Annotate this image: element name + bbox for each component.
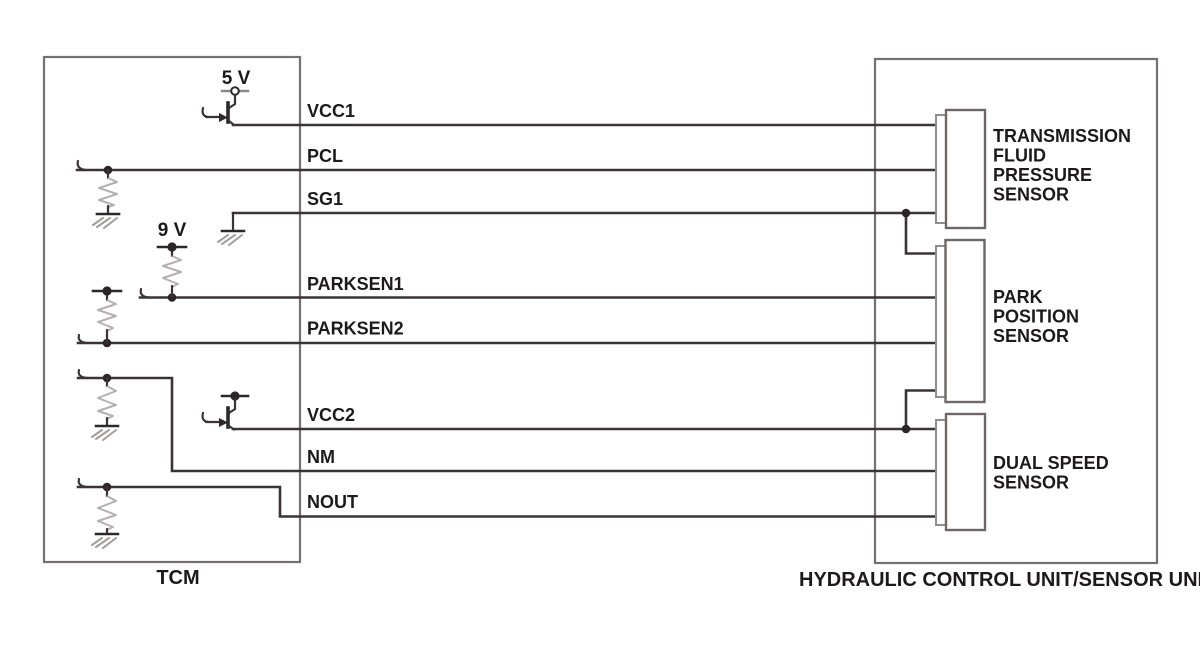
resistor-9v-parksen1	[162, 245, 182, 299]
svg-text:SENSOR: SENSOR	[993, 185, 1069, 205]
transistor-5v-vcc1	[201, 86, 250, 127]
label-dss: DUAL SPEED SENSOR	[993, 453, 1109, 493]
label-5v: 5 V	[222, 68, 251, 89]
resistor-parksen2-pullup	[97, 289, 117, 345]
svg-text:PRESSURE: PRESSURE	[993, 165, 1092, 185]
label-parksen2: PARKSEN2	[307, 319, 404, 339]
transistor-vcc2	[201, 391, 250, 431]
label-tcm: TCM	[156, 567, 199, 589]
svg-text:TRANSMISSION: TRANSMISSION	[993, 126, 1131, 146]
ground-nm	[91, 424, 120, 441]
hook-nout	[77, 477, 89, 489]
wire-end-hooks	[76, 159, 151, 489]
label-nout: NOUT	[307, 492, 358, 512]
label-nm: NM	[307, 447, 335, 467]
wire-vcc2-branch	[904, 389, 938, 431]
tcm-box	[42, 55, 302, 564]
hook-parksen1	[139, 287, 151, 299]
connector-dss	[935, 412, 987, 532]
wire-nm	[76, 376, 938, 473]
ground-pcl	[92, 212, 121, 229]
svg-text:SENSOR: SENSOR	[993, 326, 1069, 346]
svg-text:POSITION: POSITION	[993, 307, 1079, 327]
label-sg1: SG1	[307, 189, 343, 209]
label-vcc2: VCC2	[307, 405, 355, 425]
label-9v: 9 V	[158, 220, 187, 241]
connector-pps	[935, 238, 986, 404]
ground-nout	[91, 532, 120, 549]
resistor-pcl-pulldown	[98, 168, 118, 215]
supply-9v	[156, 242, 188, 252]
ground-symbols	[91, 211, 246, 549]
label-pcl: PCL	[307, 146, 343, 166]
label-parksen1: PARKSEN1	[307, 274, 404, 294]
label-hcu: HYDRAULIC CONTROL UNIT/SENSOR UNIT	[799, 569, 1200, 591]
wire-nout	[76, 485, 938, 518]
label-pps: PARK POSITION SENSOR	[993, 287, 1079, 346]
label-vcc1: VCC1	[307, 101, 355, 121]
label-tfps: TRANSMISSION FLUID PRESSURE SENSOR	[993, 126, 1131, 205]
resistor-nm-pulldown	[97, 376, 117, 427]
hook-parksen2	[77, 333, 89, 345]
hook-nm	[77, 368, 89, 380]
wire-sg1-branch	[904, 211, 938, 255]
svg-text:FLUID: FLUID	[993, 146, 1046, 166]
resistor-nout-pulldown	[97, 485, 117, 535]
sensor-labels: TRANSMISSION FLUID PRESSURE SENSOR PARK …	[993, 126, 1131, 493]
junction-dots	[102, 165, 911, 492]
signal-wires	[75, 123, 938, 518]
hook-pcl	[76, 159, 88, 172]
supply-parksen2	[91, 286, 123, 296]
svg-text:PARK: PARK	[993, 287, 1043, 307]
connector-tfps	[935, 108, 987, 230]
ground-sg1	[217, 211, 246, 246]
svg-text:SENSOR: SENSOR	[993, 473, 1069, 493]
hcu-box	[873, 57, 1159, 565]
signal-labels: VCC1 PCL SG1 PARKSEN1 PARKSEN2 VCC2 NM N…	[307, 101, 404, 512]
svg-text:DUAL SPEED: DUAL SPEED	[993, 453, 1109, 473]
